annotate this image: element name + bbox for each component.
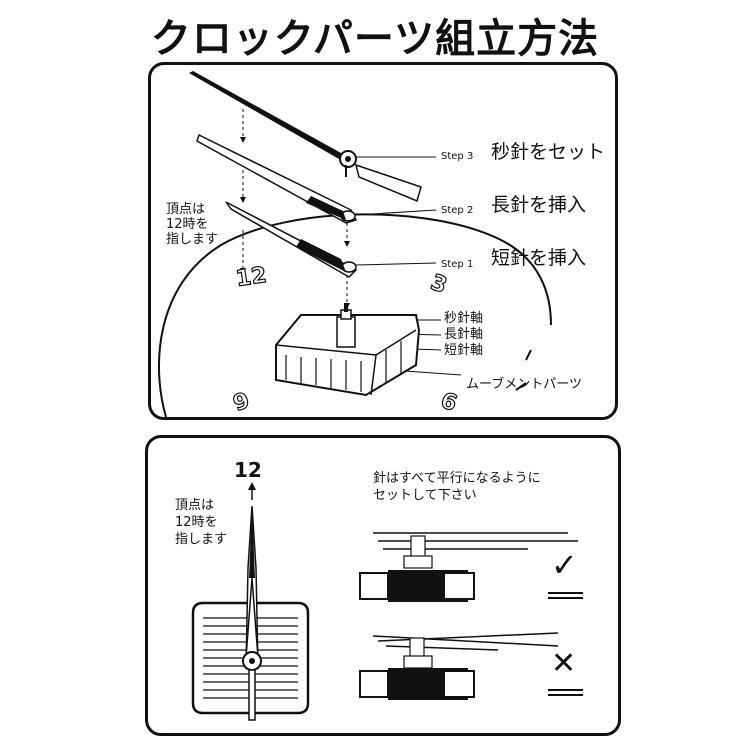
- step-2-text: 長針を挿入: [491, 194, 587, 216]
- correct-side-view: [359, 532, 578, 602]
- second-shaft-label: 秒針軸: [444, 311, 484, 326]
- movement-label: ムーブメントパーツ: [466, 377, 582, 392]
- hands-front-view: [242, 505, 262, 721]
- parallel-note-line2: セットして下さい: [373, 488, 477, 503]
- vertex-note-line3: 指します: [166, 232, 219, 247]
- assembly-steps-panel: Step 3 秒針をセット Step 2 長針を挿入 Step 1 短針を挿入 …: [148, 62, 618, 420]
- movement-box-drawing: [275, 303, 421, 397]
- bottom-vertex-note-line1: 頂点は: [175, 498, 215, 513]
- parallel-note-line1: 針はすべて平行になるように: [373, 471, 541, 486]
- page-title: クロックパーツ組立方法: [150, 16, 600, 62]
- hour-shaft-label: 短針軸: [444, 343, 484, 358]
- number-12-label: 12: [234, 458, 262, 482]
- check-mark-icon: ✓: [551, 546, 578, 584]
- cross-mark-icon: ✕: [551, 646, 577, 681]
- vertex-note-line2: 12時を: [166, 217, 209, 232]
- bottom-vertex-note-line3: 指します: [175, 532, 228, 547]
- bottom-vertex-note-line2: 12時を: [175, 515, 218, 530]
- clock-dial-arc: [158, 213, 552, 417]
- vertex-note-line1: 頂点は: [166, 202, 206, 217]
- alignment-panel: 12 頂点は 12時を 指します 針はすべて平行になるように セットして下さい …: [145, 435, 621, 736]
- step-3-text: 秒針をセット: [491, 141, 606, 163]
- step-1-text: 短針を挿入: [491, 247, 587, 269]
- dial-number-12: 12: [234, 262, 269, 293]
- alignment-diagram: [191, 482, 583, 721]
- assembly-diagram: [158, 71, 552, 417]
- incorrect-side-view: [359, 632, 559, 700]
- minute-shaft-label: 長針軸: [444, 327, 484, 342]
- step-2-label: Step 2: [441, 205, 474, 216]
- second-hand: [189, 71, 422, 203]
- minute-hand: [196, 133, 358, 224]
- hour-hand: [225, 201, 358, 278]
- step-3-label: Step 3: [441, 151, 474, 162]
- step-1-label: Step 1: [441, 259, 474, 270]
